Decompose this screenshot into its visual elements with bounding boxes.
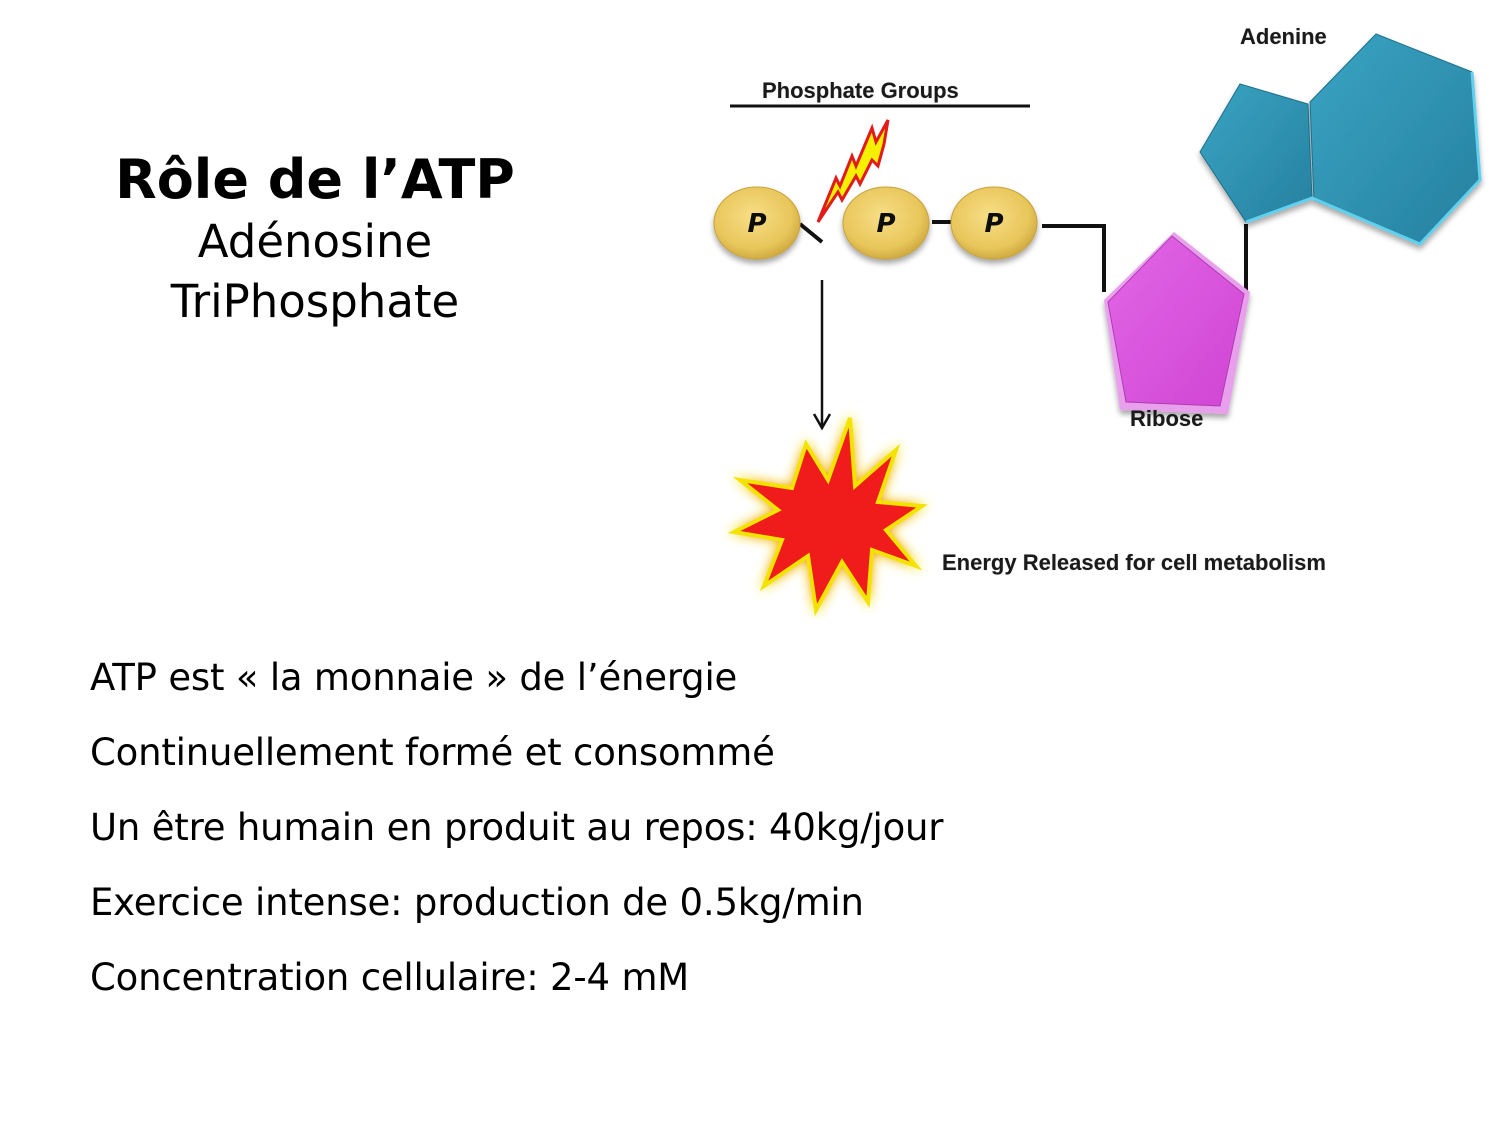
- adenine-label: Adenine: [1240, 24, 1327, 49]
- list-item: Un être humain en produit au repos: 40kg…: [90, 806, 944, 849]
- atp-diagram: P P P: [700, 10, 1500, 620]
- list-item: Continuellement formé et consommé: [90, 731, 775, 774]
- broken-bond: [798, 222, 824, 244]
- lightning-bolt-icon: [816, 119, 890, 223]
- energy-released-label: Energy Released for cell metabolism: [942, 550, 1326, 575]
- phosphate-2: P: [842, 186, 930, 260]
- list-item: ATP est « la monnaie » de l’énergie: [90, 656, 738, 699]
- bullet-list: ATP est « la monnaie » de l’énergie Cont…: [90, 640, 943, 1015]
- list-item: Exercice intense: production de 0.5kg/mi…: [90, 881, 864, 924]
- title-block: Rôle de l’ATP Adénosine TriPhosphate: [60, 148, 570, 332]
- phosphate-3: P: [950, 186, 1038, 260]
- svg-text:P: P: [747, 209, 766, 239]
- phosphate-groups-label: Phosphate Groups: [762, 78, 959, 103]
- slide-title: Rôle de l’ATP: [115, 148, 515, 211]
- phosphate-1: P: [713, 186, 801, 260]
- explosion-burst-icon: [727, 417, 928, 617]
- svg-text:P: P: [876, 209, 895, 239]
- ribose-label: Ribose: [1130, 406, 1204, 431]
- list-item: Concentration cellulaire: 2-4 mM: [90, 956, 690, 999]
- bond-p3-ribose: [1042, 224, 1106, 292]
- svg-text:P: P: [984, 209, 1003, 239]
- subtitle-line-2: TriPhosphate: [170, 275, 460, 328]
- ribose-pentagon: [1104, 232, 1250, 414]
- subtitle-line-1: Adénosine: [197, 215, 433, 268]
- adenine-rings: [1199, 33, 1482, 246]
